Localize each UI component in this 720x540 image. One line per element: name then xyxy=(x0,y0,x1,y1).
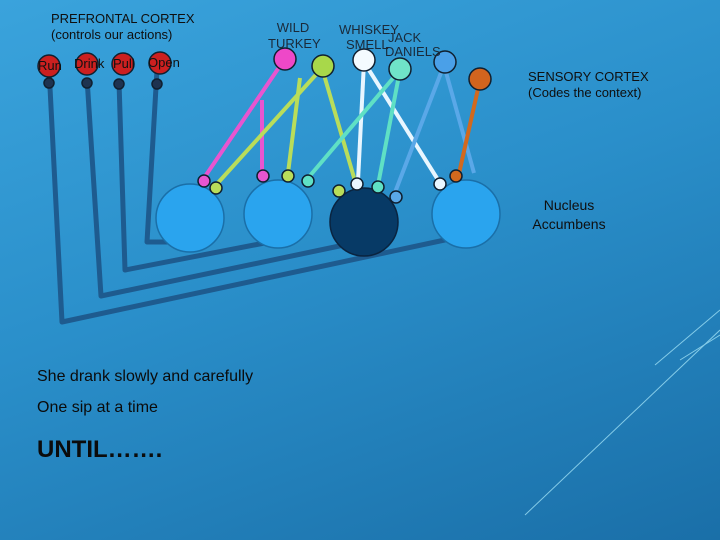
action-label-pull: Pull xyxy=(113,56,135,71)
prefrontal-title: PREFRONTAL CORTEX xyxy=(51,11,195,26)
wild-turkey-label: WILD TURKEY xyxy=(268,20,321,52)
action-neuron-run xyxy=(37,54,61,78)
accumbens-neuron-3 xyxy=(329,187,399,257)
synapse xyxy=(332,184,346,198)
axon-terminal xyxy=(113,78,125,90)
synapse xyxy=(256,169,270,183)
axon-terminal xyxy=(81,77,93,89)
action-label-run: Run xyxy=(38,58,62,73)
prefrontal-subtitle: (controls our actions) xyxy=(51,27,173,42)
neuron-jack-daniels xyxy=(388,57,412,81)
synapse xyxy=(371,180,385,194)
smell-label: SMELL xyxy=(346,37,389,52)
synapse xyxy=(197,174,211,188)
story-line-3: UNTIL……. xyxy=(37,436,163,463)
sensory-connections xyxy=(202,58,482,196)
sensory-cortex-label: SENSORY CORTEX (Codes the context) xyxy=(528,69,649,101)
decorative-lines xyxy=(524,309,720,516)
daniels-label: DANIELS xyxy=(385,44,441,59)
sensory-title: SENSORY CORTEX xyxy=(528,69,649,84)
synapse xyxy=(433,177,447,191)
nucleus-label: Nucleus xyxy=(543,197,595,213)
story-line-2: One sip at a time xyxy=(37,399,158,416)
synapse xyxy=(350,177,364,191)
action-neuron-pull xyxy=(111,52,135,76)
turkey-label: TURKEY xyxy=(268,36,321,51)
accumbens-neuron-1 xyxy=(155,183,225,253)
accumbens-neuron-2 xyxy=(243,179,313,249)
neuron-sensory-blue xyxy=(433,50,457,74)
synapse xyxy=(449,169,463,183)
motor-connections xyxy=(46,67,455,325)
action-label-open: Open xyxy=(148,55,180,70)
neuron-whiskey xyxy=(311,54,335,78)
synapse xyxy=(281,169,295,183)
synapse xyxy=(389,190,403,204)
action-neuron-open xyxy=(148,51,172,75)
wild-label: WILD xyxy=(276,20,310,35)
synapse xyxy=(209,181,223,195)
whiskey-label: WHISKEY xyxy=(339,22,399,37)
story-line-1: She drank slowly and carefully xyxy=(37,368,254,385)
action-neuron-drink xyxy=(75,52,99,76)
axon-terminal xyxy=(151,78,163,90)
neuron-smell xyxy=(352,48,376,72)
prefrontal-label: PREFRONTAL CORTEX (controls our actions) xyxy=(51,11,195,43)
neuron-wild-turkey xyxy=(273,47,297,71)
synapse xyxy=(301,174,315,188)
nucleus-accumbens-label: Nucleus Accumbens xyxy=(524,196,614,234)
accumbens-label: Accumbens xyxy=(532,216,606,232)
accumbens-neuron-4 xyxy=(431,179,501,249)
axon-terminal xyxy=(43,77,55,89)
jack-label: JACK xyxy=(388,30,422,45)
neuron-sensory-orange xyxy=(468,67,492,91)
action-label-drink: Drink xyxy=(74,56,105,71)
sensory-subtitle: (Codes the context) xyxy=(528,85,642,100)
